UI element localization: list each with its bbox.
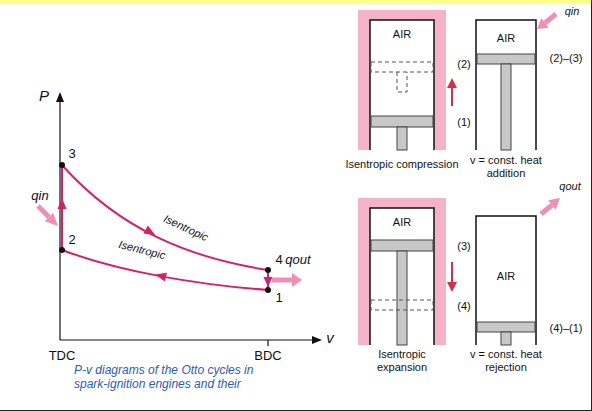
position-label: BDC <box>254 349 281 364</box>
process-caption: Isentropic compression <box>332 158 472 171</box>
cylinder <box>358 198 457 345</box>
axis-label: P <box>39 87 49 104</box>
cylinder-box: AIRv = const. heat rejection <box>476 216 536 345</box>
heat-label: qin <box>565 5 580 18</box>
state-number: 1 <box>275 291 282 306</box>
process-caption: Isentropic expansion <box>360 348 444 373</box>
process-caption: v = const. heat addition <box>464 154 548 179</box>
heat-label: qout <box>559 180 580 193</box>
state-marker: (4) <box>457 300 470 313</box>
state-number: 3 <box>68 147 75 162</box>
frame-line <box>591 0 592 411</box>
heat-label: qin <box>31 189 48 204</box>
axis-label: v <box>326 329 334 346</box>
process-arrowheads <box>58 198 273 287</box>
process-label: Isentropic <box>162 212 211 244</box>
cylinder <box>476 20 536 150</box>
state-number: 4 <box>275 253 282 268</box>
cylinder <box>476 216 536 345</box>
otto-cycle <box>62 165 268 290</box>
state-marker: (2) <box>457 58 470 71</box>
frame-line <box>0 410 592 411</box>
cylinder-box: AIRIsentropic expansion <box>358 198 446 345</box>
position-label: TDC <box>49 349 76 364</box>
pv-axes <box>56 92 322 346</box>
gas-label: AIR <box>393 216 411 229</box>
process-label: Isentropic <box>117 238 166 262</box>
heat-arrow <box>38 14 560 287</box>
figure-caption: P-v diagrams of the Otto cycles in spark… <box>74 364 289 392</box>
state-marker: (4)–(1) <box>549 322 582 335</box>
gas-label: AIR <box>497 270 515 283</box>
gas-label: AIR <box>497 32 515 45</box>
gas-label: AIR <box>393 28 411 41</box>
cylinder-box: AIRv = const. heat addition <box>476 20 536 150</box>
heat-label: qout <box>285 253 310 268</box>
state-points <box>59 162 271 293</box>
state-marker: (1) <box>457 116 470 129</box>
process-caption: v = const. heat rejection <box>464 348 548 373</box>
state-marker: (2)–(3) <box>549 52 582 65</box>
cylinder-box: AIRIsentropic compression <box>358 10 446 150</box>
top-band <box>0 0 592 4</box>
state-number: 2 <box>68 233 75 248</box>
state-marker: (3) <box>457 240 470 253</box>
cylinder <box>358 10 457 150</box>
